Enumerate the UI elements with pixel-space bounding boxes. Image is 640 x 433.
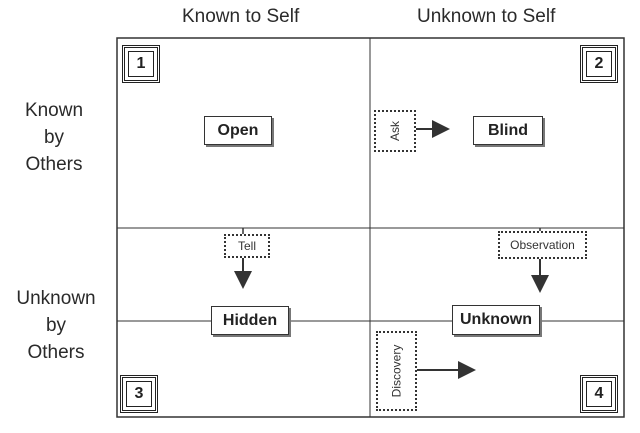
quadrant-label-hidden: Hidden [211, 306, 289, 335]
quadrant-number-2: 2 [580, 45, 618, 83]
column-header-unknown-to-self: Unknown to Self [417, 6, 556, 27]
process-ask: Ask [374, 110, 416, 152]
quadrant-label-open: Open [204, 116, 272, 145]
quadrant-number-3: 3 [120, 375, 158, 413]
process-observation: Observation [498, 231, 587, 259]
column-header-known-to-self: Known to Self [182, 6, 300, 27]
process-discovery: Discovery [376, 331, 417, 411]
quadrant-number-1: 1 [122, 45, 160, 83]
quadrant-number-4: 4 [580, 375, 618, 413]
process-tell: Tell [224, 234, 270, 258]
quadrant-label-blind: Blind [473, 116, 543, 145]
row-header-unknown-by-others: Unknown by Others [16, 288, 96, 363]
row-header-known-by-others: Known by Others [24, 100, 84, 175]
process-ask-text: Ask [387, 120, 402, 142]
process-discovery-text: Discovery [389, 344, 404, 398]
quadrant-label-unknown: Unknown [452, 305, 540, 335]
